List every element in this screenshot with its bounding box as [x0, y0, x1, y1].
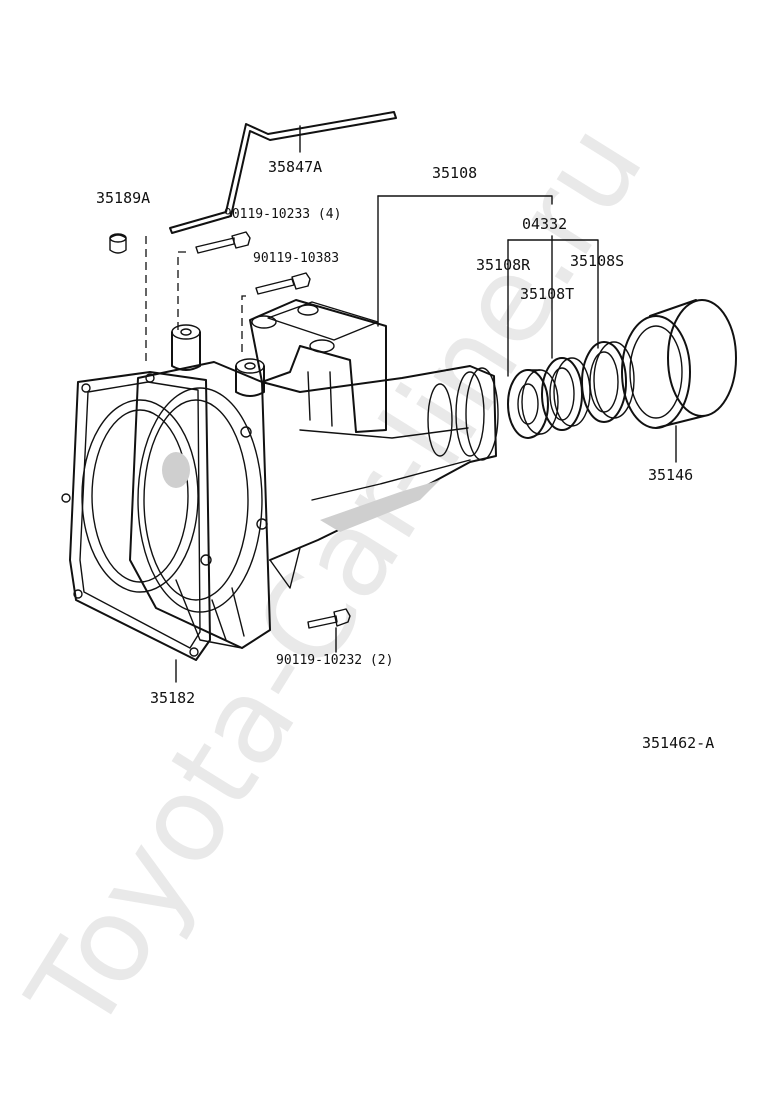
leader-lines — [175, 125, 677, 683]
bolt-middle-drawing — [255, 272, 311, 295]
plug-drawing — [109, 233, 127, 254]
watermark-text: Toyota-Car-line.ru — [1, 100, 669, 1055]
label-gasket: 35182 — [150, 689, 195, 707]
bolt-upper-drawing — [195, 231, 251, 254]
label-dust-cover: 35146 — [648, 466, 693, 484]
shift-rod-drawing — [169, 111, 397, 234]
label-bearing-kit: 04332 — [522, 215, 567, 233]
bearing-s-drawing — [581, 341, 635, 423]
oil-seal-drawing — [507, 369, 559, 439]
label-shift-rod: 35847A — [268, 158, 322, 176]
extension-housing-drawing — [129, 299, 499, 649]
label-bolt-upper: 90119-10233 (4) — [224, 207, 341, 222]
dust-cover-drawing — [621, 299, 737, 429]
label-oil-seal: 35108R — [476, 256, 531, 274]
label-bolt-middle: 90119-10383 — [253, 251, 339, 266]
label-plug: 35189A — [96, 189, 150, 207]
label-diagram-code: 351462-A — [642, 734, 714, 752]
bolt-lower-drawing — [307, 608, 351, 629]
label-extension-housing: 35108 — [432, 164, 477, 182]
label-bearing-t: 35108T — [520, 285, 574, 303]
label-bolt-lower: 90119-10232 (2) — [276, 653, 393, 668]
label-bearing-s: 35108S — [570, 252, 624, 270]
